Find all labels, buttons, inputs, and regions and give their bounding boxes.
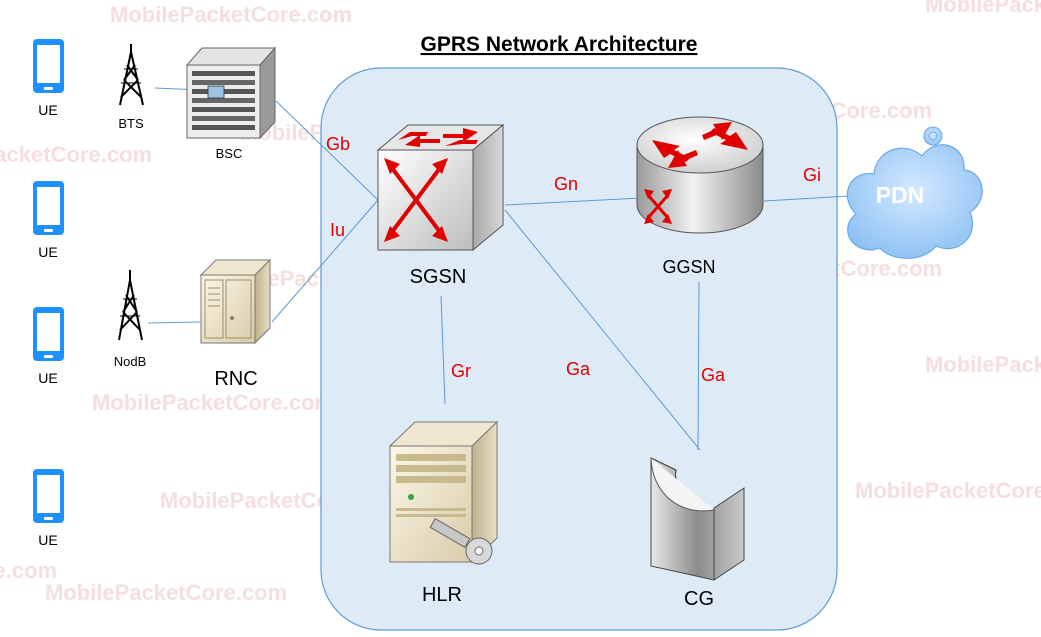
watermark-text: MobilePacketCore.com bbox=[110, 2, 352, 27]
diagram-title: GPRS Network Architecture bbox=[421, 33, 698, 56]
watermark-text: MobilePacketCore.com bbox=[925, 352, 1041, 377]
rnc-server-icon bbox=[199, 258, 272, 345]
router-icon bbox=[636, 116, 764, 234]
sgsn-label: SGSN bbox=[410, 266, 467, 288]
cg-node: CG bbox=[650, 457, 745, 610]
watermark-text: MobilePacketCore.com bbox=[0, 558, 57, 583]
nodeb-node: NodB bbox=[114, 270, 147, 369]
interface-gn-label: Gn bbox=[554, 174, 578, 194]
radio-tower-icon bbox=[119, 44, 144, 106]
interface-ga-sgsn-label: Ga bbox=[566, 359, 591, 379]
ggsn-node: GGSN bbox=[636, 116, 764, 277]
bsc-rack-icon bbox=[185, 46, 277, 140]
interface-labels: Gb Iu Gn Gi Gr Ga Ga bbox=[326, 134, 821, 385]
bts-label: BTS bbox=[118, 116, 144, 131]
ue-device-1: UE bbox=[33, 39, 64, 118]
smartphone-icon bbox=[33, 307, 64, 361]
switch-icon bbox=[376, 123, 505, 252]
radio-tower-icon bbox=[118, 270, 143, 341]
ue-label: UE bbox=[38, 370, 57, 386]
watermark-text: MobilePacketCore.com bbox=[855, 478, 1041, 503]
ue-label: UE bbox=[38, 532, 57, 548]
watermark-text: MobilePacketCore.com bbox=[925, 0, 1041, 17]
smartphone-icon bbox=[33, 181, 64, 235]
charging-gateway-icon bbox=[650, 457, 745, 581]
interface-gb-label: Gb bbox=[326, 134, 350, 154]
pdn-node: PDN bbox=[846, 126, 983, 259]
ggsn-label: GGSN bbox=[662, 257, 715, 277]
ue-device-3: UE bbox=[33, 307, 64, 386]
interface-ga-ggsn-label: Ga bbox=[701, 365, 726, 385]
interface-gi-label: Gi bbox=[803, 165, 821, 185]
ue-device-2: UE bbox=[33, 181, 64, 260]
hlr-label: HLR bbox=[422, 584, 462, 606]
watermark-text: MobilePacketCore.com bbox=[45, 580, 287, 605]
smartphone-icon bbox=[33, 469, 64, 523]
ue-label: UE bbox=[38, 102, 57, 118]
interface-gr-label: Gr bbox=[451, 361, 471, 381]
bts-node: BTS bbox=[118, 44, 144, 131]
bsc-node: BSC bbox=[185, 46, 277, 161]
bsc-label: BSC bbox=[216, 146, 243, 161]
rnc-label: RNC bbox=[214, 368, 257, 390]
nodeb-label: NodB bbox=[114, 354, 147, 369]
watermark-text: MobilePacketCore.com bbox=[0, 142, 152, 167]
pdn-label: PDN bbox=[876, 182, 925, 208]
cloud-icon bbox=[846, 126, 983, 259]
hlr-node: HLR bbox=[388, 420, 499, 606]
smartphone-icon bbox=[33, 39, 64, 93]
watermark-text: MobilePacketCore.com bbox=[92, 390, 334, 415]
ue-label: UE bbox=[38, 244, 57, 260]
rnc-node: RNC bbox=[199, 258, 272, 390]
sgsn-node: SGSN bbox=[376, 123, 505, 288]
ue-device-4: UE bbox=[33, 469, 64, 548]
key-icon bbox=[429, 517, 493, 565]
cg-label: CG bbox=[684, 588, 714, 610]
links bbox=[147, 87, 851, 451]
interface-iu-label: Iu bbox=[330, 220, 345, 240]
